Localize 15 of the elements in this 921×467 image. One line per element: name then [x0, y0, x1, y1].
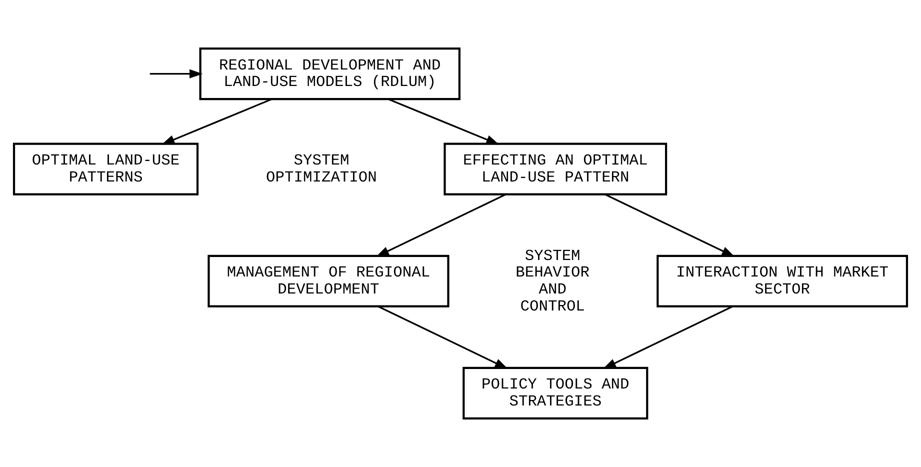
label: SYSTEM OPTIMIZATION	[266, 152, 377, 186]
node-box: POLICY TOOLS AND STRATEGIES	[462, 366, 648, 420]
node-box: MANAGEMENT OF REGIONAL DEVELOPMENT	[208, 254, 450, 308]
arrow	[376, 194, 506, 257]
label: SYSTEM BEHAVIOR AND CONTROL	[516, 246, 590, 316]
arrow	[161, 98, 272, 145]
arrow	[604, 194, 735, 257]
node-box: EFFECTING AN OPTIMAL LAND-USE PATTERN	[444, 142, 668, 196]
arrow	[150, 69, 203, 78]
node-box: INTERACTION WITH MARKET SECTOR	[656, 254, 908, 308]
arrow	[602, 306, 733, 369]
node-box: REGIONAL DEVELOPMENT AND LAND-USE MODELS (RDLUM)	[199, 48, 460, 100]
node-box: OPTIMAL LAND-USE PATTERNS	[12, 142, 199, 196]
arrow	[388, 98, 500, 145]
arrow	[378, 306, 508, 369]
